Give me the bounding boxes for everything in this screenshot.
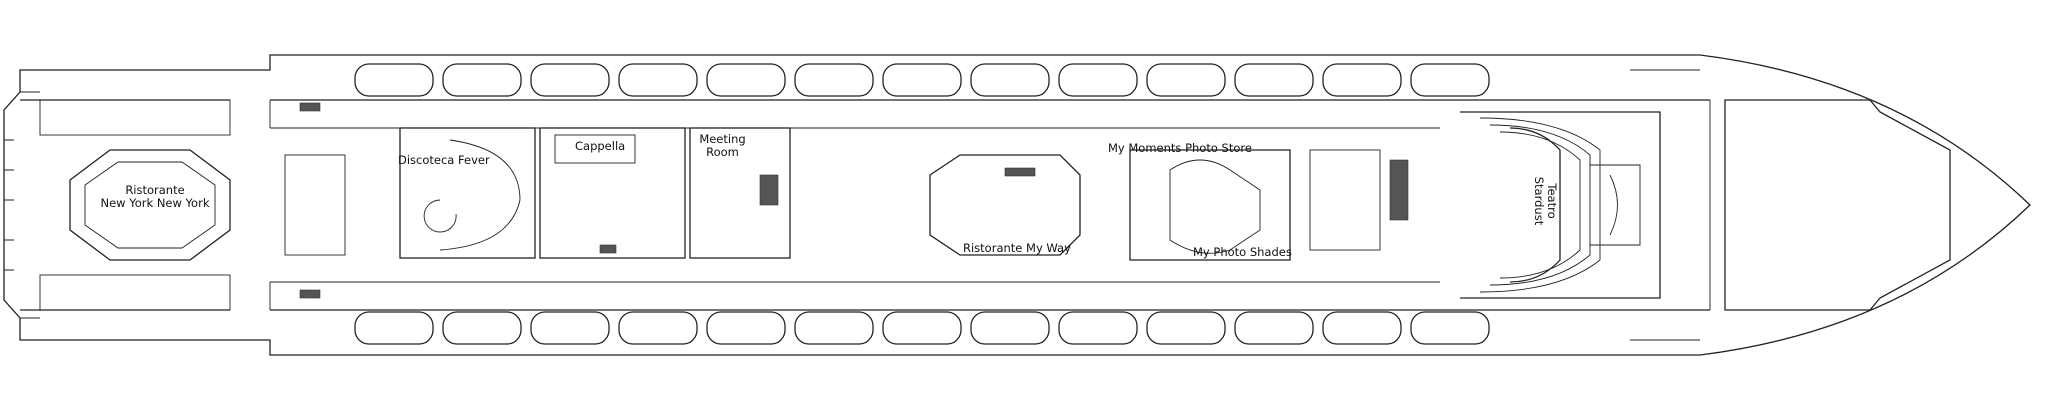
lifeboat xyxy=(442,311,522,345)
lifeboat xyxy=(1410,63,1490,97)
photo-store-area xyxy=(1129,149,1291,261)
lifeboat xyxy=(794,63,874,97)
lifeboat xyxy=(354,63,434,97)
discoteca-room xyxy=(399,127,536,259)
hull-outline xyxy=(3,54,2031,356)
meeting-room-walls xyxy=(689,127,791,259)
lifeboat xyxy=(794,311,874,345)
lifeboat xyxy=(706,63,786,97)
promenade-top xyxy=(269,100,1440,129)
label-teatro-stardust: Teatro Stardust xyxy=(1532,176,1559,226)
teatro-seating xyxy=(1479,117,1601,293)
label-cappella: Cappella xyxy=(575,139,626,153)
teatro-stardust-outline xyxy=(1460,111,1661,299)
lifeboat xyxy=(1322,63,1402,97)
lifeboat xyxy=(706,311,786,345)
lifeboat xyxy=(1146,63,1226,97)
lifeboat xyxy=(1234,311,1314,345)
lifeboat xyxy=(442,63,522,97)
lifeboat xyxy=(618,63,698,97)
lifeboat xyxy=(1234,63,1314,97)
lifeboat xyxy=(1146,311,1226,345)
lifeboat xyxy=(882,311,962,345)
lifeboat xyxy=(1058,63,1138,97)
ny-service-block xyxy=(39,99,231,136)
ny-service-block xyxy=(39,274,231,311)
lifeboat xyxy=(1322,311,1402,345)
bow-detail xyxy=(1630,69,1711,341)
forward-elevator-lobby xyxy=(1309,149,1381,251)
lifeboat xyxy=(970,311,1050,345)
lifeboat xyxy=(618,311,698,345)
photo-shades-area xyxy=(1169,159,1261,254)
discoteca-detail xyxy=(423,139,521,251)
ristorante-ny-outline xyxy=(69,149,231,261)
staircases xyxy=(299,102,1409,299)
lifeboat xyxy=(1058,311,1138,345)
cappella-chapel xyxy=(554,134,636,164)
ristorante-ny-inner xyxy=(84,161,216,249)
promenade-bottom xyxy=(269,281,1440,310)
stern-detail xyxy=(4,91,40,319)
lifeboat xyxy=(354,311,434,345)
teatro-stage xyxy=(1590,164,1641,246)
bow-hold xyxy=(1724,99,1951,311)
lifeboat xyxy=(970,63,1050,97)
lifeboat xyxy=(882,63,962,97)
ristorante-my-way-outline xyxy=(929,154,1081,256)
label-ristorante-my-way: Ristorante My Way xyxy=(963,241,1071,255)
cappella-room xyxy=(539,127,686,259)
lifeboat xyxy=(1410,311,1490,345)
lifeboat xyxy=(530,63,610,97)
label-photo-store: My Moments Photo Store xyxy=(1108,141,1252,155)
elevator-lobby xyxy=(284,154,346,256)
lifeboat xyxy=(530,311,610,345)
label-photo-shades: My Photo Shades xyxy=(1193,245,1292,259)
label-meeting-room: Meeting Room xyxy=(699,132,746,159)
label-discoteca-fever: Discoteca Fever xyxy=(398,153,490,167)
label-ristorante-ny: Ristorante New York New York xyxy=(100,183,210,210)
